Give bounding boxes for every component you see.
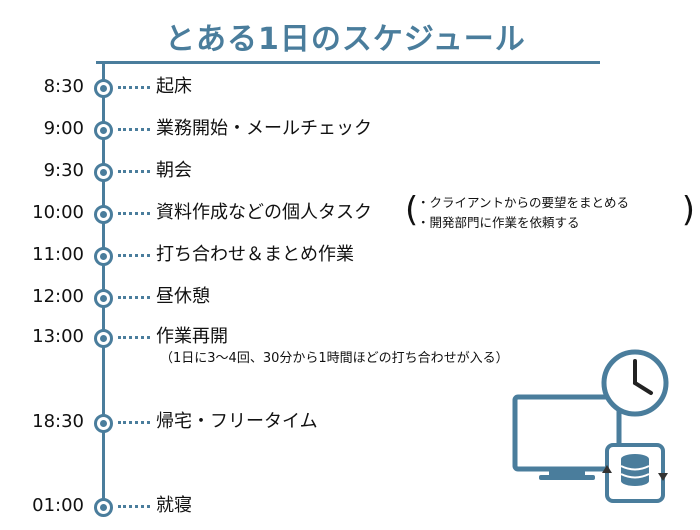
schedule-item-label: 資料作成などの個人タスク [156,202,372,223]
work-illustration [505,347,685,511]
time-label: 18:30 [32,411,84,432]
timeline-node-icon [94,329,113,348]
time-label: 9:00 [43,118,84,139]
time-label: 9:30 [43,160,84,181]
dotted-connector [118,170,150,173]
dotted-connector [118,254,150,257]
dotted-connector [118,86,150,89]
clock-icon [601,349,669,417]
dotted-connector [118,128,150,131]
timeline-node-icon [94,205,113,224]
task-detail-note: ( ・クライアントからの要望をまとめる ・開発部門に作業を依頼する ) [405,190,695,235]
time-label: 13:00 [32,326,84,347]
time-label: 10:00 [32,202,84,223]
schedule-item-label: 就寝 [156,495,192,516]
time-label: 11:00 [32,244,84,265]
schedule-item-label: 起床 [156,76,192,97]
schedule-item-label: 打ち合わせ＆まとめ作業 [156,244,354,265]
dotted-connector [118,296,150,299]
dotted-connector [118,336,150,339]
task-detail-lines: ・クライアントからの要望をまとめる ・開発部門に作業を依頼する [417,193,629,233]
schedule-item-label: 業務開始・メールチェック [156,118,372,139]
schedule-item-label: 作業再開 [156,326,228,347]
timeline-node-icon [94,121,113,140]
illustration-svg [512,349,669,503]
close-paren: ) [681,190,695,230]
schedule-item-label: 昼休憩 [156,286,210,307]
task-detail-line: ・クライアントからの要望をまとめる [417,195,630,210]
open-paren: ( [405,190,419,230]
time-label: 12:00 [32,286,84,307]
timeline-node-icon [94,163,113,182]
timeline-node-icon [94,414,113,433]
timeline-node-icon [94,79,113,98]
dotted-connector [118,505,150,508]
schedule-item-label: 帰宅・フリータイム [156,411,318,432]
task-detail-line: ・開発部門に作業を依頼する [417,215,580,230]
database-sync-icon [602,443,668,503]
page-title: とある1日のスケジュール [165,22,526,57]
timeline-node-icon [94,498,113,517]
title-underline [96,61,600,64]
timeline-line [102,62,105,508]
meeting-note: （1日に3〜4回、30分から1時間ほどの打ち合わせが入る） [160,351,509,366]
monitor-icon [512,394,622,480]
timeline-node-icon [94,289,113,308]
timeline-node-icon [94,247,113,266]
dotted-connector [118,212,150,215]
time-label: 8:30 [43,76,84,97]
time-label: 01:00 [32,495,84,516]
schedule-item-label: 朝会 [156,160,192,181]
dotted-connector [118,421,150,424]
